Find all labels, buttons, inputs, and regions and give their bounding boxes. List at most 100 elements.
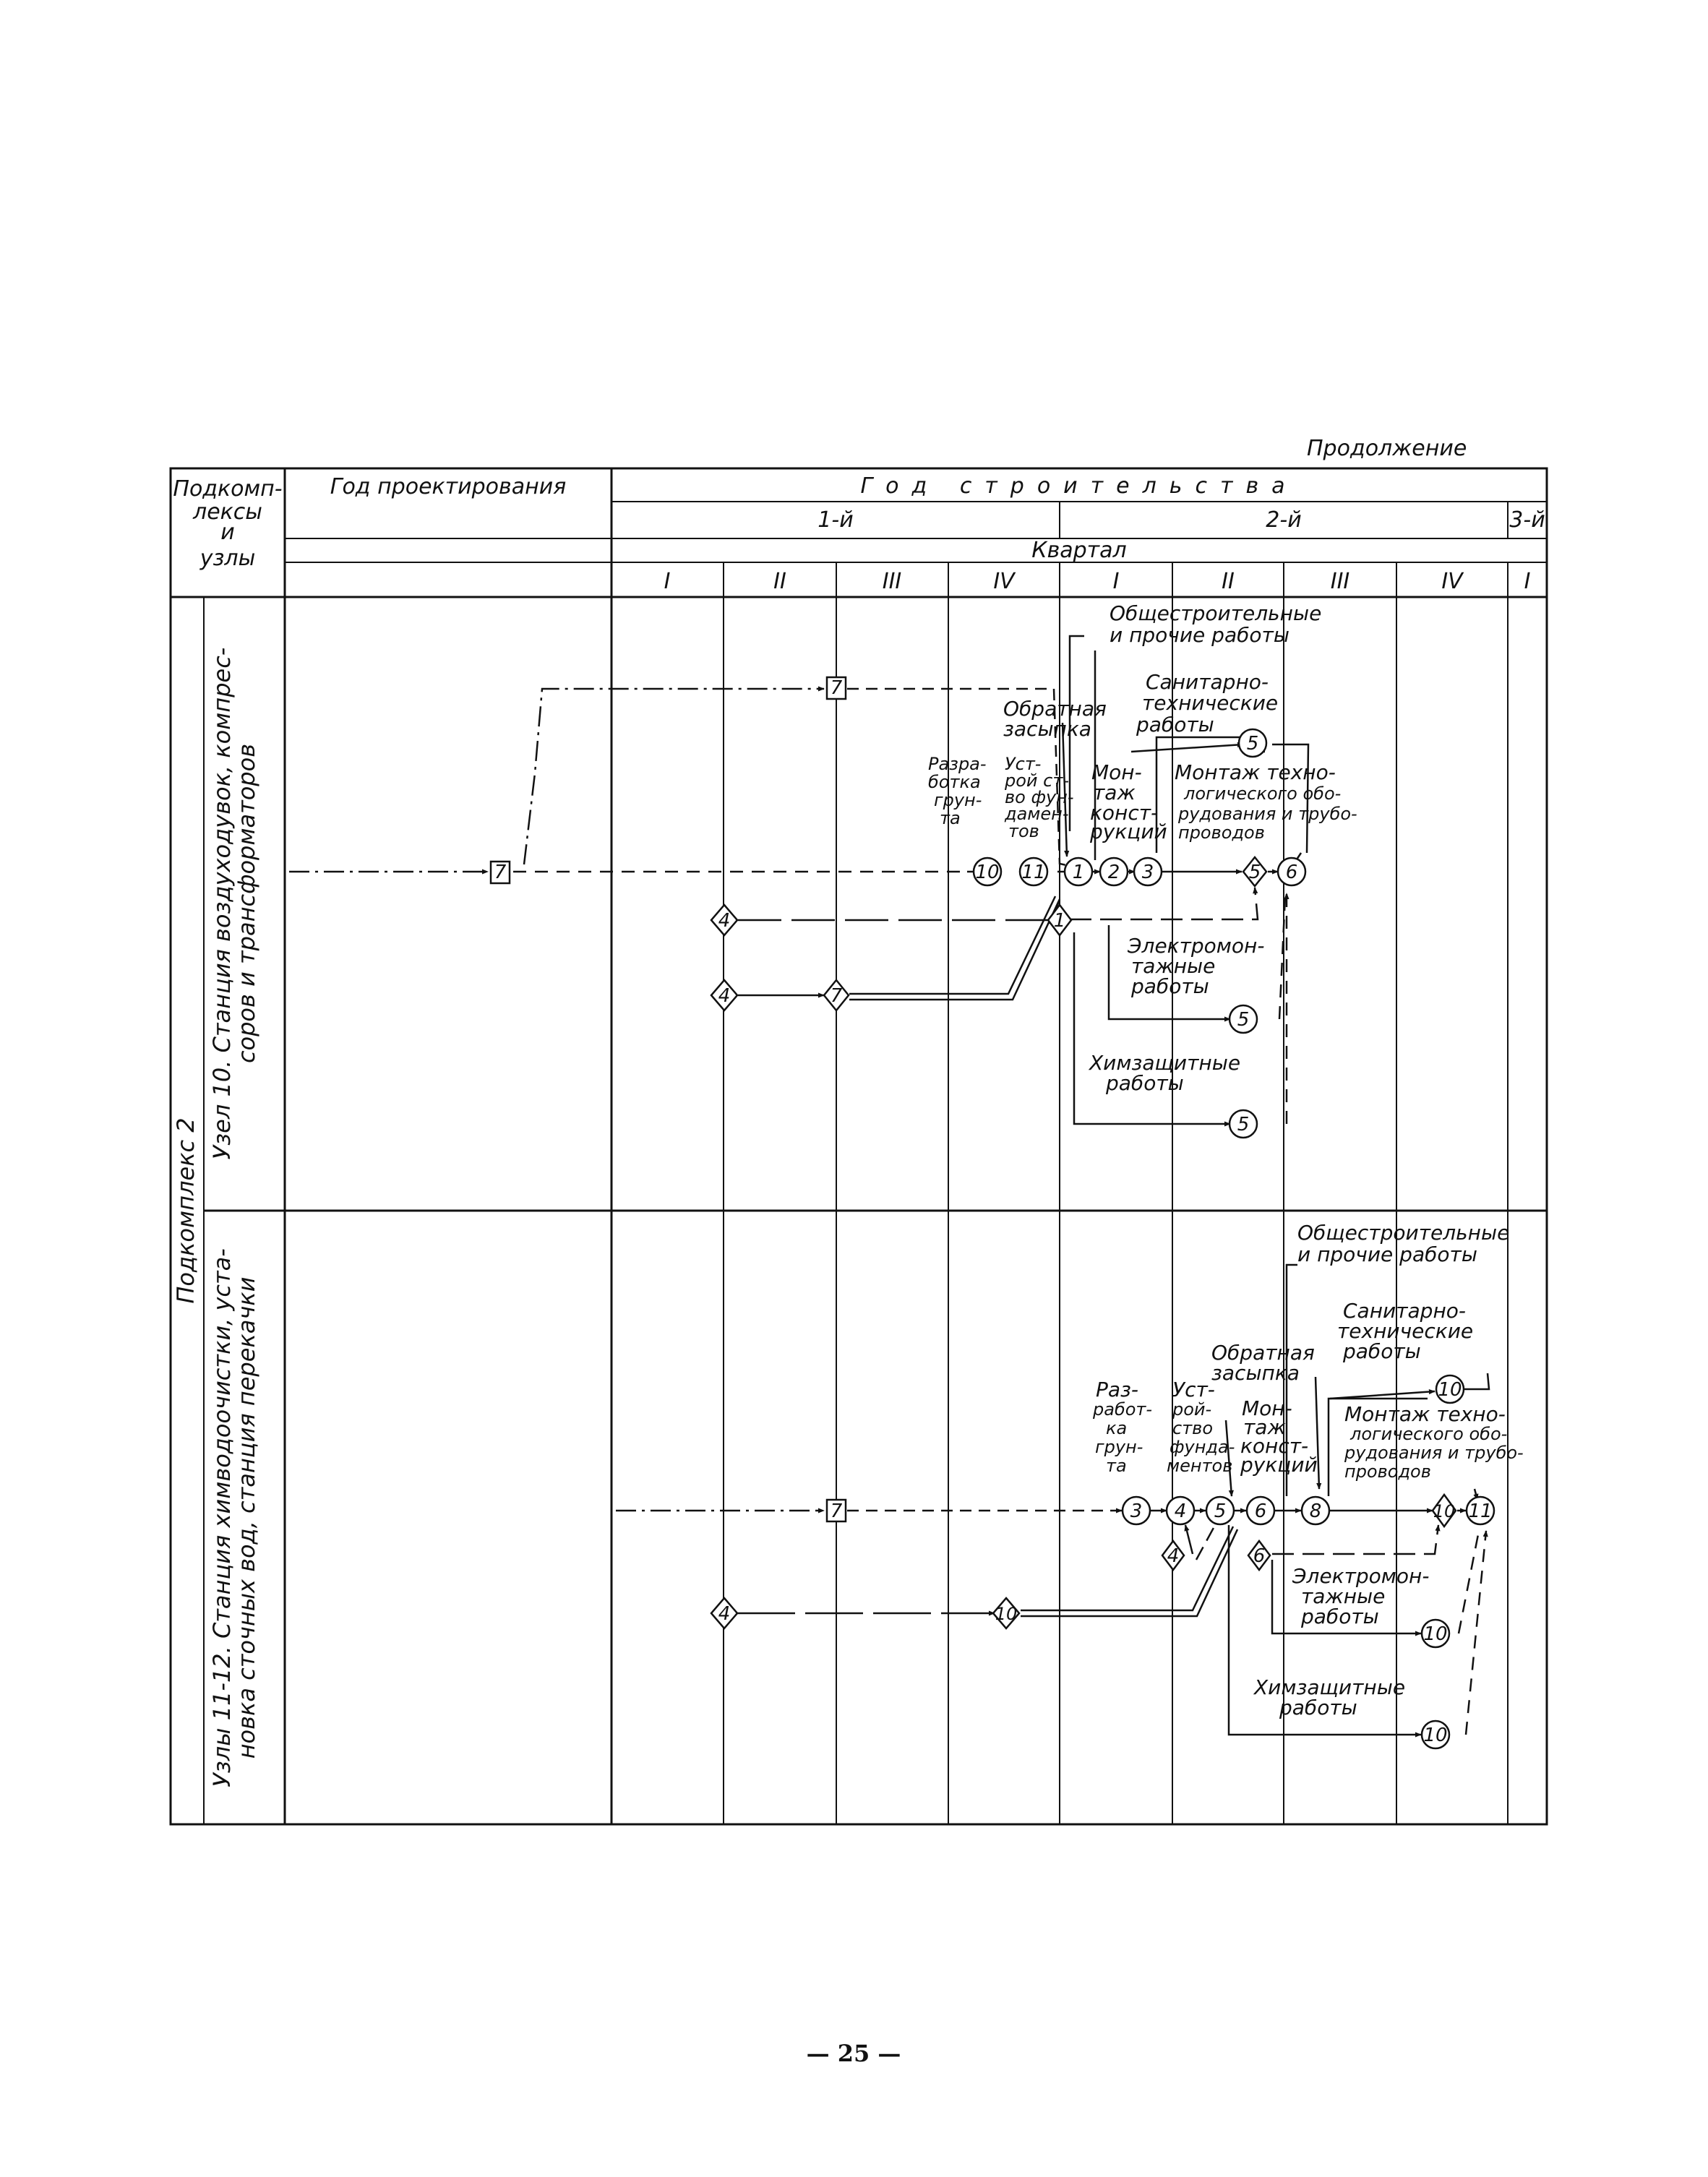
- svg-text:6: 6: [1253, 1545, 1266, 1567]
- svg-text:Общестроительные: Общестроительные: [1110, 601, 1321, 625]
- year-1-header: 1-й: [817, 507, 853, 533]
- svg-text:11: 11: [1468, 1500, 1492, 1522]
- svg-text:проводов: проводов: [1178, 823, 1265, 843]
- node-square-7-top: [825, 676, 847, 700]
- svg-text:соров и трансформаторов: соров и трансформаторов: [233, 744, 260, 1063]
- svg-text:Обратная: Обратная: [1003, 697, 1107, 721]
- node-s2-diamond-10-left: [992, 1597, 1021, 1630]
- svg-text:технические: технические: [1142, 691, 1278, 715]
- svg-text:5: 5: [1237, 1114, 1250, 1135]
- node-s2-4: [1165, 1495, 1196, 1526]
- svg-text:работ-: работ-: [1092, 1399, 1152, 1420]
- svg-text:во фун-: во фун-: [1005, 787, 1074, 807]
- svg-text:II: II: [1222, 569, 1235, 594]
- svg-text:Электромон-: Электромон-: [1127, 934, 1264, 958]
- design-year-header: Год проектирования: [330, 474, 567, 499]
- svg-text:работы: работы: [1279, 1696, 1357, 1719]
- section2-network: [616, 1263, 1490, 1738]
- svg-text:засыпка: засыпка: [1003, 717, 1091, 741]
- svg-text:Обратная: Обратная: [1211, 1341, 1315, 1365]
- svg-text:10: 10: [1423, 1725, 1447, 1746]
- svg-text:6: 6: [1286, 862, 1298, 883]
- svg-text:Узлы 11-12. Станция химводоочи: Узлы 11-12. Станция химводоочистки, уста…: [208, 1248, 236, 1787]
- node-diamond-4b: [710, 979, 739, 1012]
- svg-text:10: 10: [1438, 1379, 1462, 1401]
- node-2: [1099, 856, 1129, 887]
- svg-text:10: 10: [995, 1604, 1018, 1624]
- svg-text:7: 7: [831, 985, 843, 1007]
- section2-nodes: [710, 1374, 1495, 1750]
- node-s2-10-bottom: [1420, 1719, 1451, 1750]
- svg-text:конст-: конст-: [1240, 1434, 1308, 1458]
- svg-text:IV: IV: [993, 569, 1016, 594]
- year-3-header: 3-й: [1509, 507, 1545, 533]
- subcomplex-label: Подкомплекс 2: [172, 1117, 199, 1303]
- svg-text:8: 8: [1310, 1500, 1322, 1522]
- svg-text:ментов: ментов: [1167, 1456, 1232, 1476]
- svg-text:II: II: [773, 569, 786, 594]
- svg-text:I: I: [664, 569, 671, 594]
- node-5-top: [1237, 728, 1268, 758]
- svg-text:логического обо-: логического обо-: [1349, 1424, 1507, 1444]
- section2-node-labels: 7 3 4 5 6 8 10 11 10 10 10 4 6 4 10: [718, 1379, 1493, 1746]
- svg-text:III: III: [883, 569, 902, 594]
- svg-text:ство: ство: [1172, 1418, 1213, 1438]
- table-grid: [169, 467, 1548, 1826]
- node-s2-diamond-6: [1247, 1539, 1271, 1572]
- node-s2-5: [1205, 1495, 1235, 1526]
- section1-title: Узел 10. Станция воздуходувок, компрес- …: [208, 648, 260, 1160]
- svg-text:5: 5: [1247, 733, 1259, 755]
- svg-text:рой ст-: рой ст-: [1004, 770, 1069, 791]
- node-square-7-left: [489, 860, 511, 885]
- svg-text:рукций: рукций: [1089, 820, 1167, 843]
- node-diamond-1: [1047, 903, 1073, 937]
- node-diamond-7: [823, 979, 850, 1012]
- section1-node-labels: 7 7 10 11 1 2 3 5 6 5 5 5 4 4 7 1: [494, 677, 1298, 1135]
- svg-text:дамен-: дамен-: [1004, 804, 1069, 824]
- svg-text:10: 10: [975, 862, 999, 883]
- svg-text:и прочие работы: и прочие работы: [1297, 1242, 1477, 1266]
- svg-text:таж: таж: [1093, 781, 1136, 804]
- node-s2-11: [1465, 1495, 1495, 1526]
- page-number: — 25 —: [807, 2040, 901, 2067]
- section1-labels: Общестроительные и прочие работы Санитар…: [928, 601, 1357, 1095]
- node-3: [1133, 856, 1163, 887]
- svg-text:тажные: тажные: [1131, 954, 1215, 978]
- svg-text:4: 4: [718, 910, 731, 932]
- svg-text:6: 6: [1255, 1500, 1267, 1522]
- svg-text:логического обо-: логического обо-: [1183, 783, 1341, 804]
- svg-text:Электромон-: Электромон-: [1292, 1564, 1429, 1588]
- svg-text:3: 3: [1130, 1500, 1143, 1522]
- svg-text:7: 7: [831, 677, 843, 699]
- svg-text:Монтаж техно-: Монтаж техно-: [1344, 1402, 1506, 1426]
- svg-text:и прочие работы: и прочие работы: [1110, 623, 1289, 647]
- svg-text:I: I: [1113, 569, 1120, 594]
- quarter-labels: I II III IV I II III IV I: [664, 569, 1531, 594]
- svg-text:5: 5: [1237, 1009, 1250, 1031]
- node-square-7-s2: [825, 1498, 847, 1523]
- svg-text:Монтаж техно-: Монтаж техно-: [1175, 760, 1336, 784]
- node-5-bottom: [1228, 1109, 1258, 1139]
- svg-text:Подкомп-: Подкомп-: [173, 476, 282, 502]
- svg-text:4: 4: [718, 1603, 731, 1625]
- svg-text:таж: таж: [1243, 1415, 1286, 1439]
- node-5-mid: [1228, 1004, 1258, 1034]
- svg-text:Санитарно-: Санитарно-: [1146, 670, 1269, 694]
- svg-text:Разра-: Разра-: [928, 754, 987, 774]
- node-s2-3: [1121, 1495, 1151, 1526]
- section1-network: [289, 635, 1310, 1127]
- svg-text:рудования и трубо-: рудования и трубо-: [1177, 804, 1357, 824]
- node-s2-diamond-10: [1431, 1493, 1457, 1529]
- svg-text:ботка: ботка: [928, 772, 981, 792]
- node-1: [1063, 856, 1094, 887]
- svg-text:7: 7: [831, 1500, 843, 1522]
- section2-title: Узлы 11-12. Станция химводоочистки, уста…: [208, 1248, 260, 1787]
- svg-text:ка: ка: [1106, 1418, 1127, 1438]
- svg-text:I: I: [1524, 569, 1531, 594]
- svg-text:та: та: [1106, 1456, 1127, 1476]
- year-2-header: 2-й: [1266, 507, 1301, 533]
- section2-labels: Общестроительные и прочие работы Санитар…: [1092, 1221, 1524, 1719]
- svg-text:4: 4: [1175, 1500, 1187, 1522]
- svg-text:Мон-: Мон-: [1242, 1396, 1292, 1420]
